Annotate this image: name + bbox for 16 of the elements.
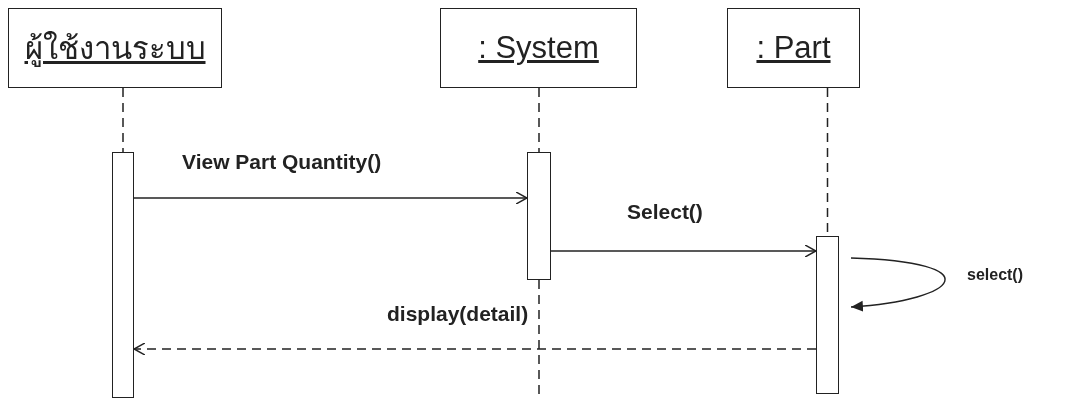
participant-name: : Part [756, 30, 831, 66]
participant-name: ผู้ใช้งานระบบ [24, 30, 206, 69]
lifeline [538, 87, 540, 153]
message-arrow [550, 244, 817, 258]
lifeline [122, 87, 124, 153]
return-arrow [133, 342, 817, 356]
activation-bar [527, 152, 551, 280]
message-label: select() [965, 266, 1026, 284]
activation-bar [816, 236, 839, 394]
participant-name: : System [478, 30, 599, 66]
message-arrow [133, 191, 528, 205]
self-message-arrow [850, 257, 946, 312]
participant-box [8, 8, 222, 88]
participant-box [727, 8, 860, 88]
activation-bar [112, 152, 134, 398]
participant-box [440, 8, 637, 88]
